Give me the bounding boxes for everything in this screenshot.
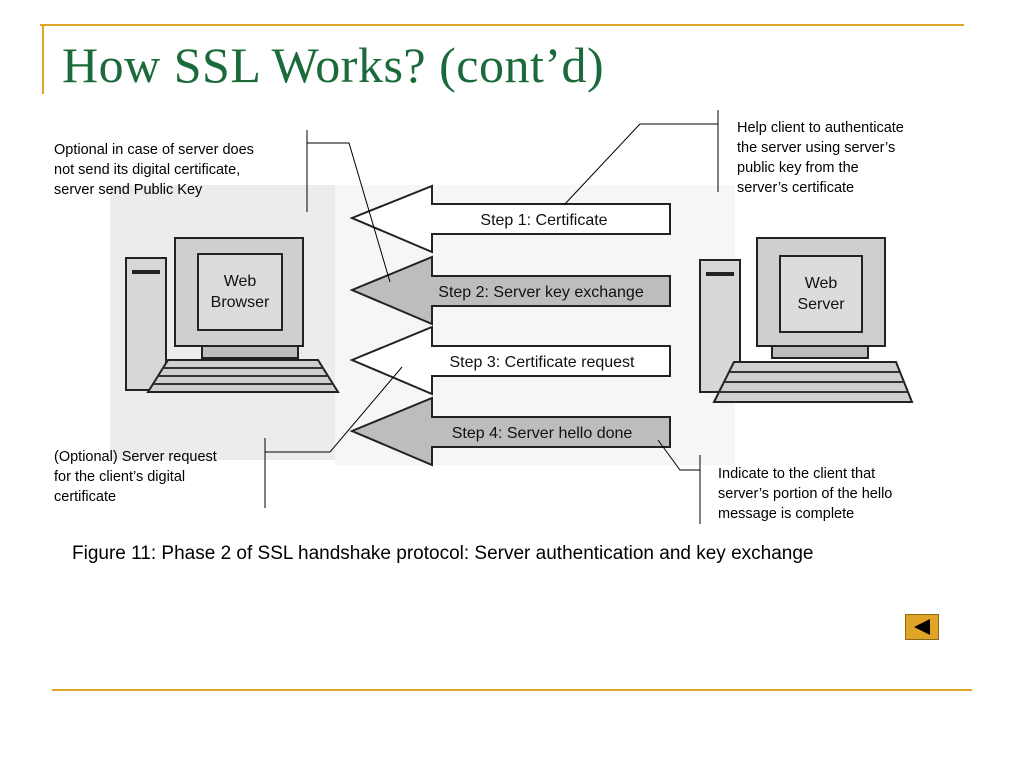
annotation-help-client-line4: server’s certificate [737, 180, 855, 196]
annotation-hello-done-line3: message is complete [718, 506, 855, 522]
annotation-hello-done: Indicate to the client that server’s por… [718, 464, 892, 524]
step1-label: Step 1: Certificate [480, 212, 607, 229]
server-label-line2: Server [797, 296, 845, 313]
annotation-server-key: Optional in case of server does not send… [54, 140, 254, 200]
web-server-computer-icon: Web Server [699, 237, 914, 403]
annotation-cert-request: (Optional) Server request for the client… [54, 447, 217, 507]
step1-arrow: Step 1: Certificate [349, 184, 671, 254]
annotation-cert-request-line3: certificate [54, 489, 117, 505]
annotation-help-client-line2: the server using server’s [737, 140, 896, 156]
annotation-server-key-line3: server send Public Key [54, 182, 203, 198]
browser-label-line2: Browser [211, 294, 270, 311]
annotation-cert-request-line2: for the client’s digital [54, 469, 186, 485]
step4-arrow: Step 4: Server hello done [349, 396, 671, 467]
step4-label: Step 4: Server hello done [452, 425, 633, 442]
annotation-hello-done-line2: server’s portion of the hello [718, 486, 893, 502]
annotation-help-client-line3: public key from the [737, 160, 859, 176]
slide-title: How SSL Works? (cont’d) [62, 37, 605, 93]
top-rule [40, 24, 964, 26]
back-button[interactable] [905, 614, 939, 640]
bottom-rule [52, 689, 972, 691]
left-rule [42, 24, 44, 94]
figure-caption: Figure 11: Phase 2 of SSL handshake prot… [72, 543, 814, 564]
annotation-cert-request-line1: (Optional) Server request [54, 449, 217, 465]
web-browser-computer-icon: Web Browser [125, 237, 340, 393]
server-label-line1: Web [805, 275, 838, 292]
browser-label-line1: Web [224, 273, 257, 290]
left-triangle-icon [914, 619, 930, 635]
annotation-help-client-line1: Help client to authenticate [737, 120, 904, 136]
annotation-server-key-line2: not send its digital certificate, [54, 162, 241, 178]
step2-arrow: Step 2: Server key exchange [349, 255, 671, 326]
step3-label: Step 3: Certificate request [450, 354, 636, 371]
annotation-help-client: Help client to authenticate the server u… [737, 118, 904, 198]
callout-lines [264, 110, 719, 524]
step2-label: Step 2: Server key exchange [438, 284, 644, 301]
step3-arrow: Step 3: Certificate request [349, 325, 671, 396]
annotation-hello-done-line1: Indicate to the client that [718, 466, 876, 482]
annotation-server-key-line1: Optional in case of server does [54, 142, 254, 158]
